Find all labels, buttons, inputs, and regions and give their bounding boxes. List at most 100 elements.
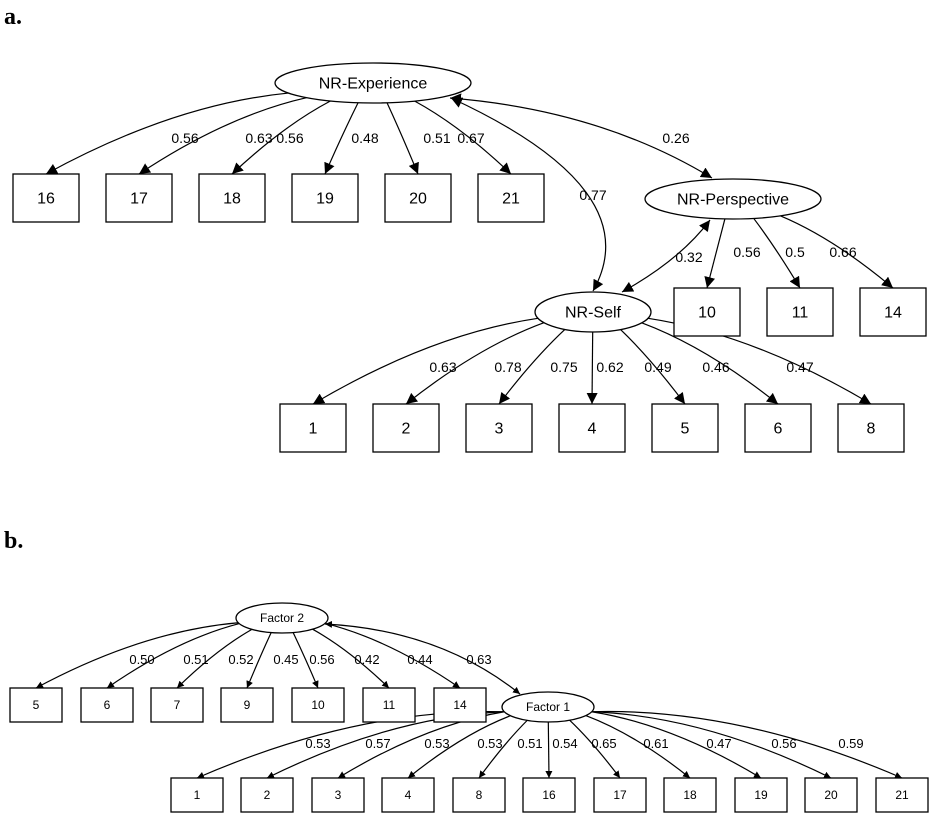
loading-edge [545, 721, 553, 779]
loading-edge [386, 102, 419, 175]
loading-edge [586, 331, 598, 405]
indicator-item-node: 14 [433, 687, 487, 723]
indicator-item-label: 11 [792, 305, 809, 322]
loading-label: 0.49 [644, 359, 671, 375]
indicator-item-node: 2 [372, 403, 440, 453]
indicator-item-node: 11 [766, 287, 834, 337]
loading-label: 0.48 [351, 130, 378, 146]
indicator-item-label: 19 [316, 191, 334, 208]
indicator-item-label: 4 [405, 788, 412, 802]
indicator-item-label: 16 [542, 788, 556, 802]
loading-edge [35, 622, 239, 689]
indicator-item-node: 19 [734, 777, 788, 813]
loading-edge [106, 623, 240, 689]
indicator-item-label: 18 [223, 191, 241, 208]
latent-factor-label: Factor 2 [260, 611, 304, 625]
latent-factor-label: Factor 1 [526, 700, 570, 714]
indicator-item-node: 18 [663, 777, 717, 813]
loading-label: 0.56 [276, 130, 303, 146]
indicator-item-node: 21 [875, 777, 929, 813]
loading-edge [591, 711, 762, 779]
indicator-item-node: 14 [859, 287, 927, 337]
indicator-item-label: 10 [698, 305, 716, 322]
indicator-item-node: 6 [744, 403, 812, 453]
loading-label: 0.56 [171, 130, 198, 146]
indicator-item-node: 2 [240, 777, 294, 813]
indicator-item-node: 8 [452, 777, 506, 813]
indicator-item-label: 4 [588, 421, 597, 438]
indicator-item-label: 7 [174, 698, 181, 712]
latent-factor-label: NR-Perspective [677, 192, 789, 209]
loading-label: 0.53 [477, 736, 502, 751]
loading-label: 0.56 [733, 244, 760, 260]
indicator-item-node: 17 [105, 173, 173, 223]
loading-label: 0.44 [407, 652, 432, 667]
indicator-item-label: 3 [495, 421, 504, 438]
indicator-item-node: 7 [150, 687, 204, 723]
indicator-item-node: 20 [384, 173, 452, 223]
loading-label: 0.51 [423, 130, 450, 146]
covariance-label: 0.32 [675, 249, 702, 265]
indicator-item-label: 20 [824, 788, 838, 802]
loading-label: 0.78 [494, 359, 521, 375]
loading-label: 0.51 [517, 736, 542, 751]
latent-factor-node: NR-Self [534, 291, 652, 333]
indicator-item-node: 1 [279, 403, 347, 453]
indicator-item-node: 17 [593, 777, 647, 813]
loading-label: 0.63 [429, 359, 456, 375]
loading-label: 0.52 [228, 652, 253, 667]
indicator-item-node: 21 [477, 173, 545, 223]
loading-edge [246, 632, 272, 689]
indicator-item-node: 20 [804, 777, 858, 813]
loading-label: 0.66 [829, 244, 856, 260]
loading-label: 0.57 [365, 736, 390, 751]
loading-label: 0.53 [424, 736, 449, 751]
indicator-item-label: 17 [130, 191, 148, 208]
covariance-edge [621, 219, 711, 293]
loading-edge [407, 715, 511, 779]
covariance-label: 0.77 [579, 187, 606, 203]
loading-label: 0.65 [591, 736, 616, 751]
indicator-item-node: 9 [220, 687, 274, 723]
loading-label: 0.47 [786, 359, 813, 375]
indicator-item-label: 14 [884, 305, 902, 322]
indicator-item-label: 8 [476, 788, 483, 802]
indicator-item-label: 8 [867, 421, 876, 438]
covariance-edge [324, 620, 521, 695]
indicator-item-label: 14 [453, 698, 467, 712]
indicator-item-label: 2 [264, 788, 271, 802]
latent-factor-label: NR-Experience [319, 76, 428, 93]
indicator-item-node: 10 [291, 687, 345, 723]
loading-edge [324, 102, 359, 175]
loading-edge [292, 632, 319, 689]
loading-edge [478, 719, 528, 779]
indicator-item-label: 21 [502, 191, 520, 208]
loading-edge [585, 714, 691, 779]
loading-label: 0.54 [552, 736, 577, 751]
loading-label: 0.63 [245, 130, 272, 146]
indicator-item-label: 6 [104, 698, 111, 712]
indicator-item-label: 9 [244, 698, 251, 712]
latent-factor-node: Factor 2 [235, 602, 329, 634]
loading-label: 0.67 [457, 130, 484, 146]
loading-label: 0.50 [129, 652, 154, 667]
panel-b-label: b. [4, 528, 23, 554]
loading-edge [591, 710, 903, 779]
indicator-item-node: 19 [291, 173, 359, 223]
loading-label: 0.59 [838, 736, 863, 751]
loading-label: 0.47 [706, 736, 731, 751]
loading-label: 0.75 [550, 359, 577, 375]
indicator-item-label: 10 [311, 698, 325, 712]
indicator-item-node: 10 [673, 287, 741, 337]
indicator-item-label: 2 [402, 421, 411, 438]
indicator-item-node: 4 [381, 777, 435, 813]
latent-factor-node: NR-Experience [274, 62, 472, 104]
loading-edge [498, 329, 566, 405]
loading-edge [704, 218, 726, 289]
loading-edge [45, 92, 289, 175]
indicator-item-label: 6 [774, 421, 783, 438]
loading-label: 0.51 [183, 652, 208, 667]
loading-label: 0.5 [785, 244, 805, 260]
panel-a-label: a. [4, 4, 22, 30]
